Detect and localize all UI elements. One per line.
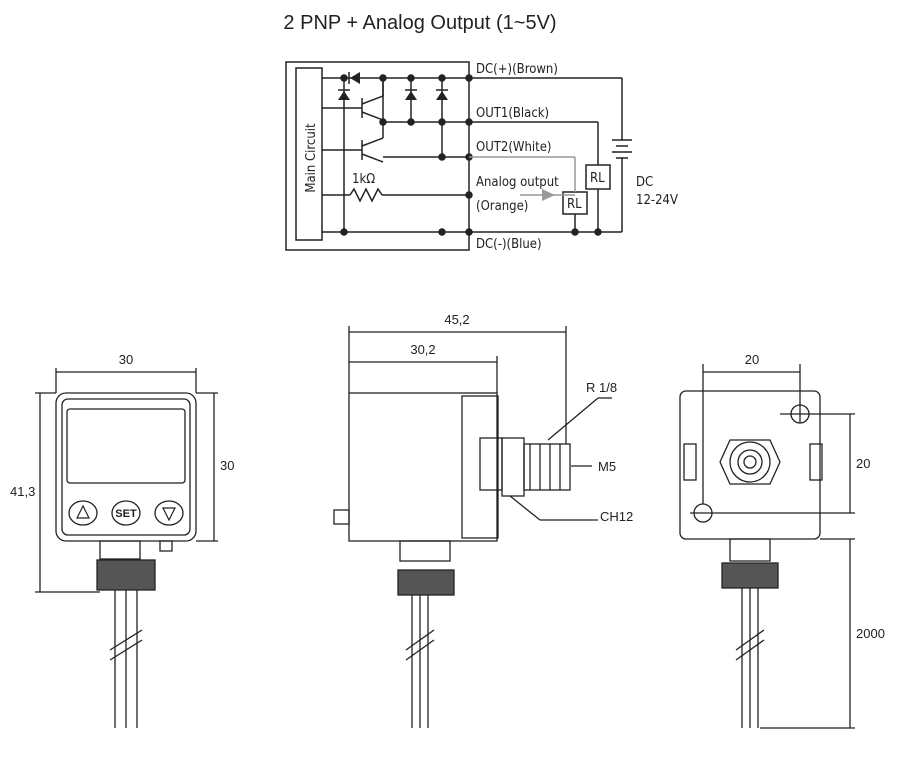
load-rl1-label: RL <box>590 171 605 186</box>
side-overall-dim: 45,2 <box>444 312 469 327</box>
main-circuit-label: Main Circuit <box>304 123 319 193</box>
front-total-height-dim: 41,3 <box>10 484 35 499</box>
front-width-dim: 30 <box>119 352 133 367</box>
set-button-label: SET <box>115 508 137 520</box>
resistor-label: 1kΩ <box>352 172 375 187</box>
dc-plus-label: DC(+)(Brown) <box>476 62 558 77</box>
out2-label: OUT2(White) <box>476 140 552 155</box>
front-height-dim: 30 <box>220 458 234 473</box>
side-view <box>333 326 612 728</box>
main-circuit-box <box>295 67 323 241</box>
cable-length-dim: 2000 <box>856 626 885 641</box>
hex-label: CH12 <box>600 509 633 524</box>
dc-voltage-label: 12-24V <box>636 193 678 208</box>
load-rl2-label: RL <box>567 197 582 212</box>
thread-label: R 1/8 <box>586 380 617 395</box>
port-label: M5 <box>598 459 616 474</box>
analog-arrow-icon <box>542 189 555 201</box>
front-view <box>35 368 218 728</box>
diagram-title: 2 PNP + Analog Output (1~5V) <box>283 12 557 34</box>
wiring-schematic <box>285 61 632 251</box>
rear-view <box>679 364 855 729</box>
down-button-icon <box>154 500 184 526</box>
rear-hole-spacing-v-dim: 20 <box>856 456 870 471</box>
side-body-dim: 30,2 <box>410 342 435 357</box>
dc-supply-label: DC <box>636 175 653 190</box>
dc-minus-label: DC(-)(Blue) <box>476 237 542 252</box>
set-button-icon <box>111 500 141 526</box>
front-buttons <box>68 500 184 526</box>
analog-orange-label: (Orange) <box>476 199 528 214</box>
up-button-icon <box>68 500 98 526</box>
out1-label: OUT1(Black) <box>476 106 549 121</box>
analog-output-label: Analog output <box>476 175 559 190</box>
rear-hole-spacing-h-dim: 20 <box>745 352 759 367</box>
